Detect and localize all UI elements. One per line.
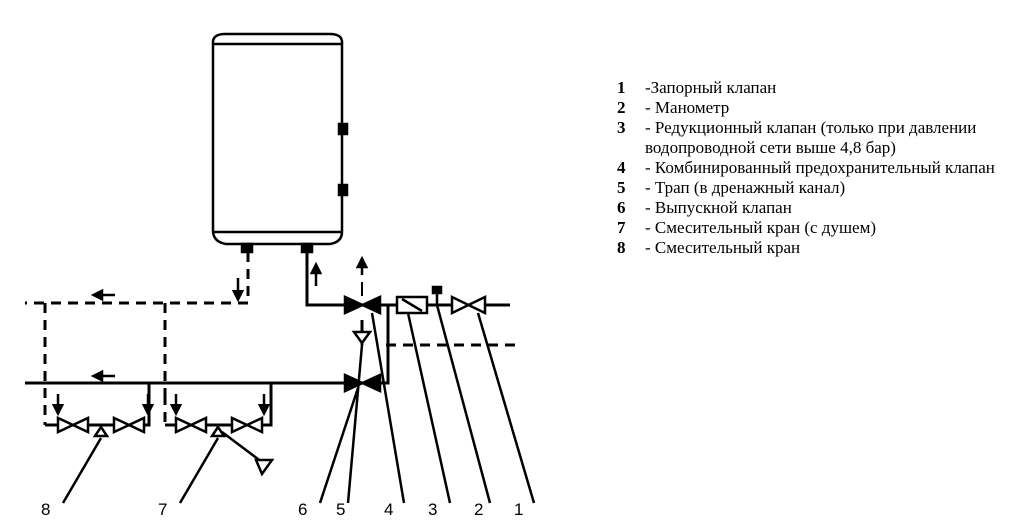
callout-number-5: 5 (336, 500, 345, 519)
legend-text: - Комбинированный предохранительный клап… (645, 158, 995, 177)
legend-text: -Запорный клапан (645, 78, 777, 97)
callout-lines (61, 304, 536, 504)
legend-text: - Смесительный кран (с душем) (645, 218, 877, 237)
legend: 1 -Запорный клапан 2 - Манометр 3 - Редукци… (617, 78, 1009, 258)
cold-water-line (25, 252, 510, 427)
callout-number-6: 6 (298, 500, 307, 519)
legend-text: - Выпускной клапан (645, 198, 792, 217)
legend-item: 8 - Смесительный кран (617, 238, 1009, 258)
mixer-tap-8 (56, 416, 146, 438)
callout-number-4: 4 (384, 500, 393, 519)
safety-valve-4 (343, 282, 382, 315)
legend-number: 6 (617, 198, 626, 217)
callout-number-8: 8 (41, 500, 50, 519)
mixer-tap-shower-7 (174, 416, 275, 477)
shutoff-valve-1 (450, 295, 487, 315)
legend-item: 6 - Выпускной клапан (617, 198, 1009, 218)
callout-number-7: 7 (158, 500, 167, 519)
legend-text: - Смесительный кран (645, 238, 801, 257)
reducing-valve-3 (395, 295, 429, 315)
callout-numbers: 8 7 6 5 4 3 2 1 (41, 500, 523, 519)
water-heater-tank (211, 32, 349, 254)
legend-number: 7 (617, 218, 626, 237)
legend-number: 4 (617, 158, 626, 177)
legend-number: 1 (617, 78, 626, 97)
legend-item: 7 - Смесительный кран (с душем) (617, 218, 1009, 238)
flow-arrows (51, 255, 369, 417)
legend-item: 4 - Комбинированный предохранительный кла… (617, 158, 1009, 178)
manometer-2 (431, 285, 443, 305)
legend-text: - Редукционный клапан (только при давлен… (645, 118, 977, 157)
legend-number: 2 (617, 98, 626, 117)
legend-item: 5 - Трап (в дренажный канал) (617, 178, 1009, 198)
drain-valve-6 (343, 373, 382, 393)
callout-number-3: 3 (428, 500, 437, 519)
legend-item: 2 - Манометр (617, 98, 1009, 118)
drain-funnel-5 (351, 330, 373, 346)
legend-number: 8 (617, 238, 626, 257)
hot-water-line (25, 252, 515, 425)
legend-number: 3 (617, 118, 626, 137)
legend-text: - Манометр (645, 98, 730, 117)
callout-number-1: 1 (514, 500, 523, 519)
callout-number-2: 2 (474, 500, 483, 519)
legend-text: - Трап (в дренажный канал) (645, 178, 846, 197)
legend-item: 1 -Запорный клапан (617, 78, 1009, 98)
legend-item: 3 - Редукционный клапан (только при давле… (617, 118, 1009, 158)
legend-number: 5 (617, 178, 626, 197)
